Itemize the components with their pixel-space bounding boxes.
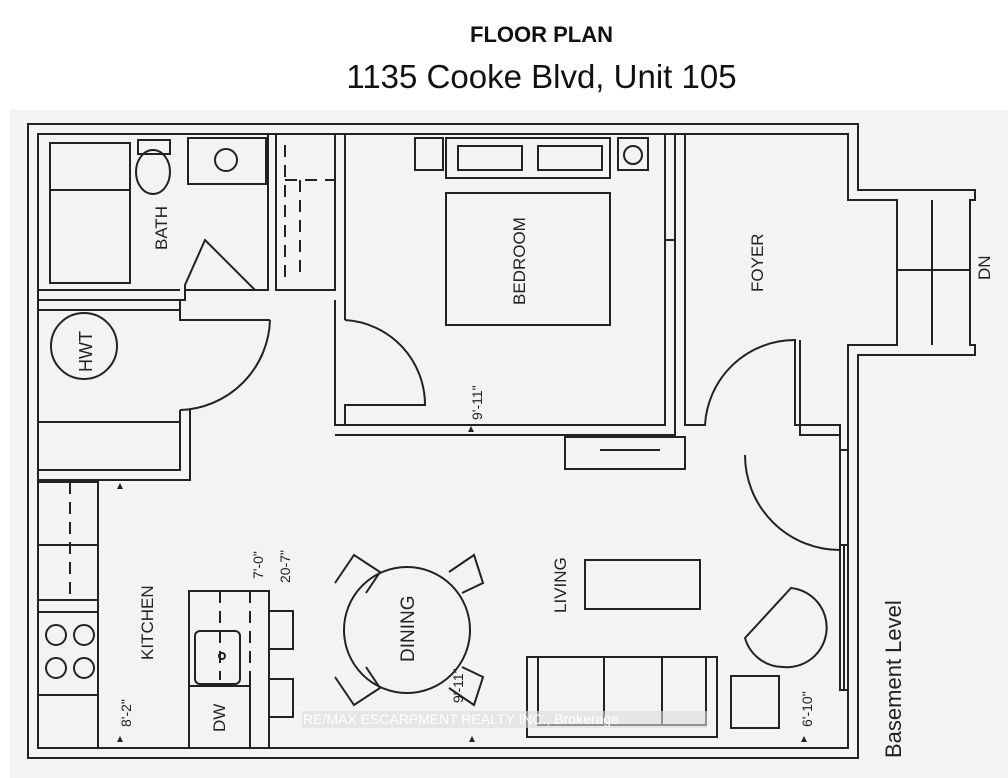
level-label: Basement Level	[881, 600, 906, 758]
plan-background	[10, 110, 1008, 778]
foyer-room	[684, 134, 849, 691]
room-labels: BATH HWT BEDROOM FOYER DN KITCHEN DINING…	[76, 206, 994, 732]
bedroom-room	[334, 134, 676, 436]
plan-title: FLOOR PLAN	[470, 22, 613, 47]
label-dw: DW	[210, 704, 229, 732]
label-bedroom: BEDROOM	[510, 217, 529, 305]
closet	[284, 145, 335, 280]
label-dining: DINING	[398, 596, 419, 663]
fireplace	[564, 436, 686, 470]
label-hwt: HWT	[76, 331, 96, 372]
dim-bedroom: 9'-11"	[469, 385, 485, 420]
outer-wall	[27, 123, 976, 759]
dim-living-length: 20-7"	[277, 550, 293, 583]
dim-dining: 9'-11"	[450, 668, 466, 703]
label-foyer: FOYER	[748, 233, 767, 292]
dim-living-right: 6'-10"	[799, 691, 815, 727]
utility-room	[38, 300, 271, 481]
stairs	[896, 200, 970, 345]
label-bath: BATH	[152, 206, 171, 250]
watermark: RE/MAX ESCARPMENT REALTY INC., Brokerage	[303, 711, 619, 727]
dim-kitchen: 8'-2"	[118, 699, 134, 727]
kitchen-area	[38, 481, 294, 749]
label-stairs: DN	[975, 255, 994, 280]
dim-living-width: 7'-0"	[250, 551, 266, 579]
bath-room	[38, 134, 336, 301]
watermark-band	[302, 711, 707, 728]
label-kitchen: KITCHEN	[138, 585, 157, 660]
label-living: LIVING	[551, 557, 570, 613]
dimension-labels: 9'-11" 8'-2" 7'-0" 20-7" 9'-11" 6'-10"	[118, 385, 815, 727]
dining-table	[334, 553, 485, 707]
plan-address: 1135 Cooke Blvd, Unit 105	[346, 58, 737, 95]
